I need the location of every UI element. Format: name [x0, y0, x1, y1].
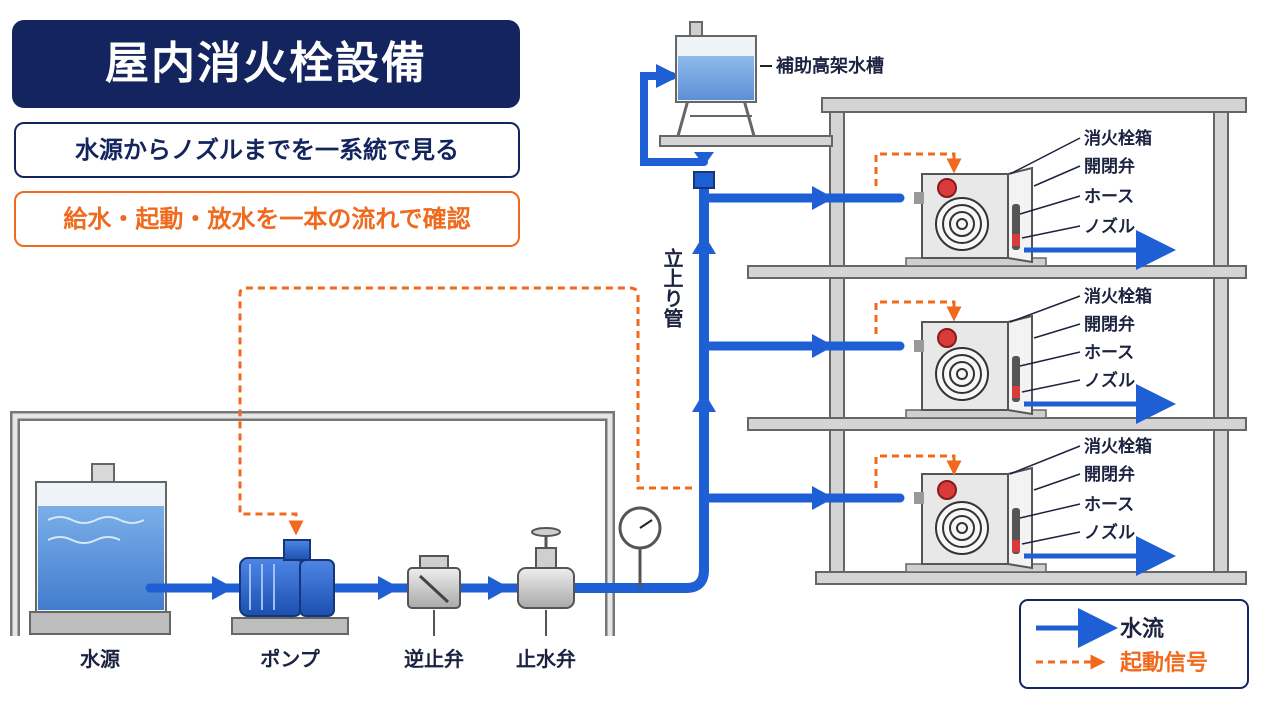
cabinet-leader-lines: [1009, 137, 1081, 545]
water-source-label: 水源: [80, 647, 120, 671]
subtitle-box-2: 給水・起動・放水を一本の流れで確認: [14, 191, 520, 247]
pump-room-enclosure: [10, 411, 615, 636]
aux-tank-label: 補助高架水槽: [775, 55, 884, 77]
legend: 水流 起動信号: [1019, 599, 1249, 689]
check-valve-label: 逆止弁: [404, 647, 464, 671]
pump: [231, 539, 349, 635]
cabinet-box-label: 消火栓箱: [1084, 436, 1152, 457]
hydrant-cabinet-floor-1: [905, 466, 1047, 573]
cabinet-hose-label: ホース: [1084, 187, 1134, 207]
subtitle-1-text: 水源からノズルまでを一系統で見る: [75, 136, 459, 164]
cabinet-hose-label: ホース: [1084, 495, 1134, 515]
legend-water-flow-label: 水流: [1120, 616, 1164, 642]
cabinet-valve-label: 開閉弁: [1084, 464, 1135, 485]
riser-connector: [693, 152, 715, 189]
subtitle-box-1: 水源からノズルまでを一系統で見る: [14, 122, 520, 178]
aux-elevated-tank: [675, 21, 772, 137]
cabinet-nozzle-label: ノズル: [1084, 522, 1135, 543]
nozzle-discharge-arrows: [1024, 230, 1176, 576]
hydrant-cabinet-floor-3: [905, 166, 1047, 267]
cabinet-valve-label: 開閉弁: [1084, 156, 1135, 177]
check-valve: [407, 555, 461, 636]
cabinet-nozzle-label: ノズル: [1084, 216, 1135, 237]
water-source-tank: [29, 463, 171, 635]
legend-start-signal-label: 起動信号: [1119, 650, 1208, 676]
flow-arrows: [212, 64, 834, 600]
cabinet-hose-label: ホース: [1084, 343, 1134, 363]
pressure-gauge: [618, 506, 662, 588]
subtitle-2-text: 給水・起動・放水を一本の流れで確認: [63, 205, 471, 233]
stop-valve: [517, 527, 575, 636]
cabinet-box-label: 消火栓箱: [1084, 128, 1152, 149]
stop-valve-label: 止水弁: [516, 647, 576, 671]
title-banner: 屋内消火栓設備: [12, 20, 520, 108]
cabinet-box-label: 消火栓箱: [1084, 286, 1152, 307]
start-signal-lines: [238, 152, 962, 536]
water-flow-pipes: [145, 72, 905, 593]
cabinet-nozzle-label: ノズル: [1084, 370, 1135, 391]
riser-label: 立上り管: [660, 247, 684, 329]
cabinet-valve-label: 開閉弁: [1084, 314, 1135, 335]
building-frame: [659, 97, 1247, 585]
page-title: 屋内消火栓設備: [105, 38, 427, 89]
pump-label: ポンプ: [260, 647, 320, 671]
hydrant-cabinet-floor-2: [905, 314, 1047, 419]
